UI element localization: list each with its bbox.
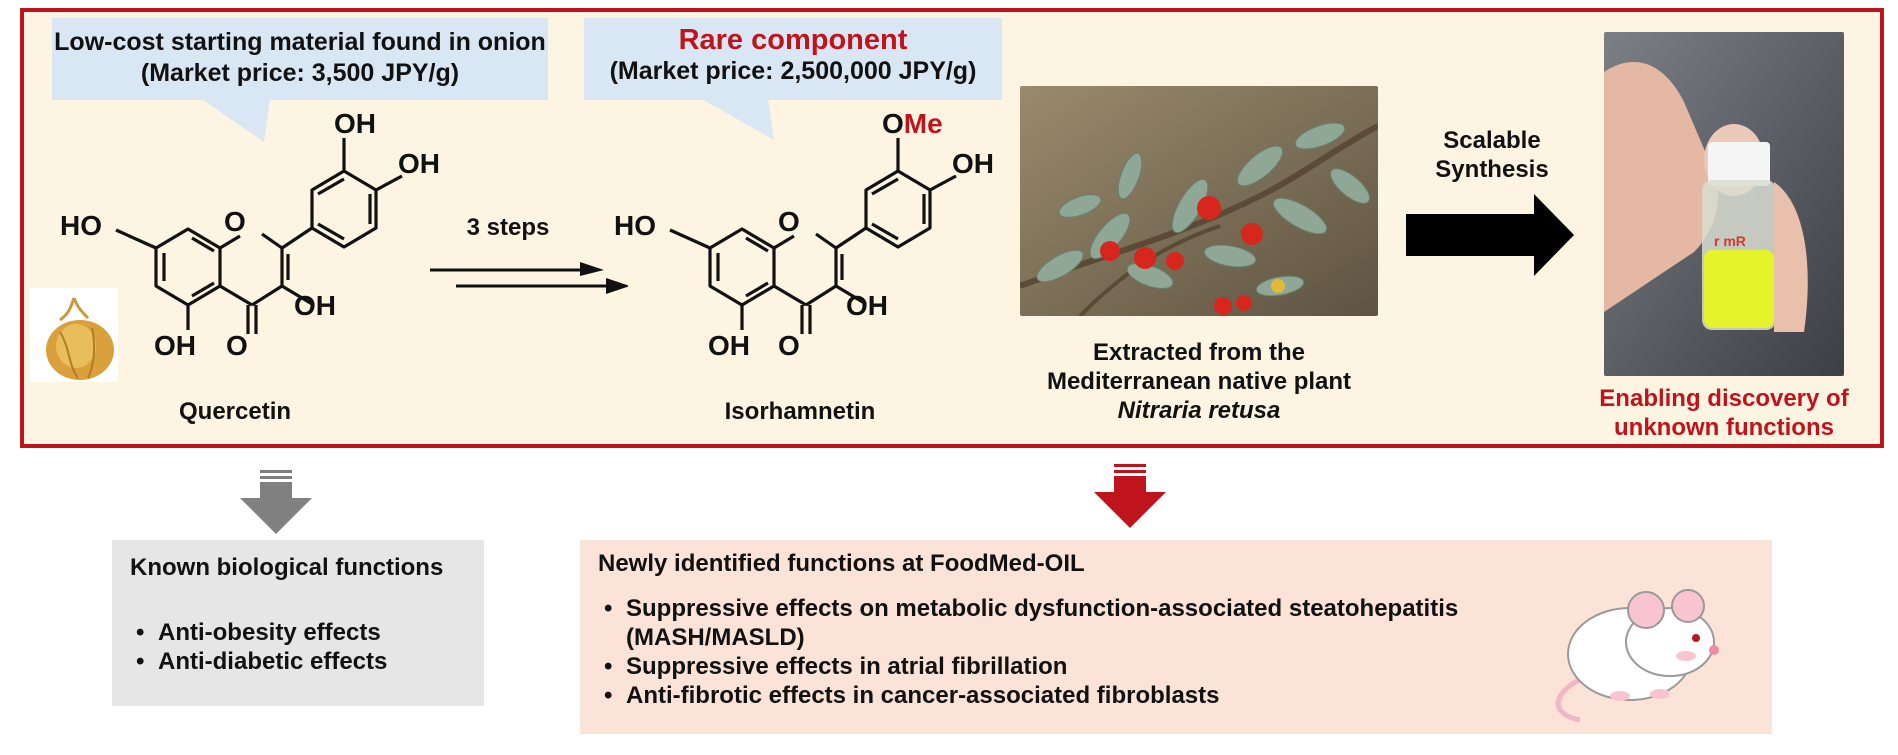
vial-caption-line2: unknown functions — [1614, 414, 1834, 441]
callout-starting-material-line1: Low-cost starting material found in onio… — [54, 28, 546, 56]
list-item: Suppressive effects on metabolic dysfunc… — [598, 594, 1518, 652]
new-functions-title: Newly identified functions at FoodMed-OI… — [598, 550, 1085, 577]
list-item: Suppressive effects in atrial fibrillati… — [598, 652, 1518, 681]
svg-text:r mR: r mR — [1714, 233, 1746, 249]
new-functions-box: Newly identified functions at FoodMed-OI… — [580, 540, 1772, 734]
isorhamnetin-oh-3: OH — [846, 290, 888, 321]
known-functions-list: Anti-obesity effects Anti-diabetic effec… — [130, 618, 466, 676]
quercetin-oh-4prime: OH — [398, 148, 440, 179]
callout-left-tail — [200, 98, 270, 142]
list-item: Anti-obesity effects — [130, 618, 466, 647]
plant-caption: Extracted from the Mediterranean native … — [1020, 338, 1378, 425]
quercetin-carbonyl-o: O — [226, 330, 248, 361]
right-arrow — [1406, 194, 1574, 276]
isorhamnetin-oh-4prime: OH — [952, 148, 994, 179]
synthesis-label-line2: Synthesis — [1435, 156, 1549, 183]
callout-rare-component-line2: (Market price: 2,500,000 JPY/g) — [609, 57, 977, 85]
down-arrow-red — [1094, 464, 1166, 528]
isorhamnetin-ome-o: O — [882, 108, 904, 139]
onion-icon — [30, 288, 118, 382]
synthesis-label-line1: Scalable — [1443, 127, 1541, 154]
isorhamnetin-structure — [669, 138, 957, 334]
quercetin-oh-5: OH — [154, 330, 196, 361]
callout-rare-component: Rare component (Market price: 2,500,000 … — [584, 18, 1002, 100]
quercetin-structure — [115, 138, 403, 334]
quercetin-ho-7: HO — [60, 210, 102, 241]
plant-caption-line1: Extracted from the — [1092, 339, 1306, 366]
plant-caption-species: Nitraria retusa — [1117, 397, 1281, 424]
callout-right-tail — [700, 98, 774, 140]
synthesis-label: Scalable Synthesis — [1402, 126, 1582, 184]
isorhamnetin-carbonyl-o: O — [778, 330, 800, 361]
new-functions-list: Suppressive effects on metabolic dysfunc… — [598, 594, 1518, 710]
vial-caption: Enabling discovery of unknown functions — [1582, 384, 1866, 442]
callout-rare-component-line1: Rare component — [678, 24, 908, 56]
callout-starting-material: Low-cost starting material found in onio… — [52, 18, 548, 100]
callout-starting-material-line2: (Market price: 3,500 JPY/g) — [140, 59, 460, 87]
isorhamnetin-ome: OMe — [882, 108, 943, 140]
quercetin-label: Quercetin — [178, 398, 292, 425]
isorhamnetin-ring-o: O — [778, 206, 800, 237]
mouse-icon — [1555, 589, 1719, 722]
quercetin-oh-3prime: OH — [334, 108, 376, 139]
vial-caption-line1: Enabling discovery of — [1599, 385, 1849, 412]
down-arrow-grey — [240, 470, 312, 534]
list-item: Anti-fibrotic effects in cancer-associat… — [598, 681, 1518, 710]
vial-photo: r mR — [1604, 32, 1844, 376]
known-functions-title: Known biological functions — [130, 554, 444, 581]
reaction-steps-label: 3 steps — [466, 214, 550, 241]
isorhamnetin-oh-5: OH — [708, 330, 750, 361]
isorhamnetin-label: Isorhamnetin — [724, 398, 876, 425]
quercetin-oh-3: OH — [294, 290, 336, 321]
isorhamnetin-ome-me: Me — [903, 108, 943, 139]
isorhamnetin-ho-7: HO — [614, 210, 656, 241]
known-functions-box: Known biological functions Anti-obesity … — [112, 540, 484, 706]
plant-caption-line2: Mediterranean native plant — [1046, 368, 1352, 395]
quercetin-ring-o: O — [224, 206, 246, 237]
list-item: Anti-diabetic effects — [130, 647, 466, 676]
plant-photo — [1020, 86, 1378, 316]
reaction-arrow — [430, 262, 628, 294]
